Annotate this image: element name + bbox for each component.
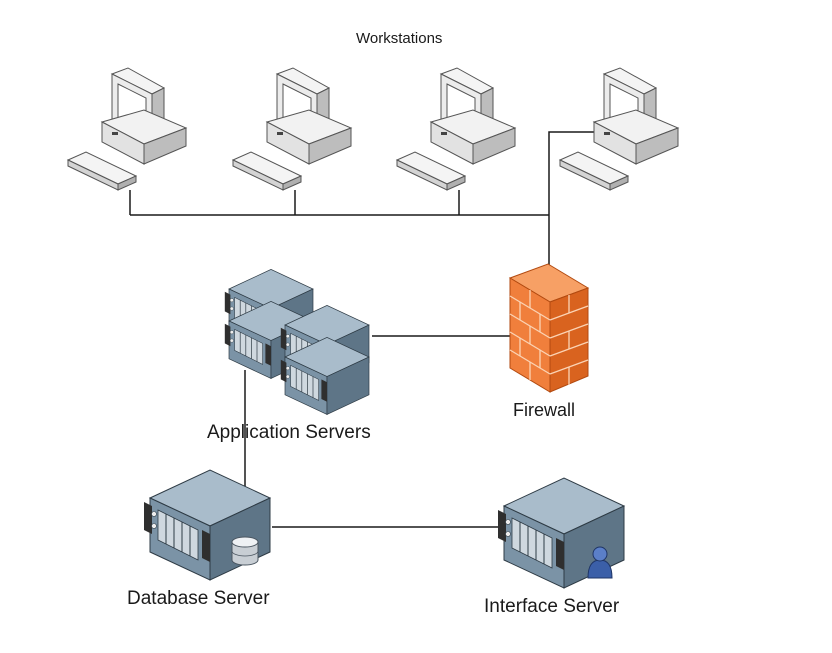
workstation-icon — [232, 67, 352, 191]
interface-server-icon — [497, 477, 625, 589]
database-cylinder-icon — [231, 536, 259, 566]
user-icon — [587, 546, 613, 579]
application-servers-label: Application Servers — [207, 422, 371, 443]
workstation-icon — [67, 67, 187, 191]
drop-line-4 — [548, 131, 594, 278]
connection-lines — [129, 131, 594, 528]
application-servers-icon — [224, 269, 370, 415]
database-server-label: Database Server — [127, 588, 270, 609]
workstation-icon — [559, 67, 679, 191]
firewall-label: Firewall — [513, 400, 576, 420]
workstation-icon — [396, 67, 516, 191]
database-server-icon — [143, 469, 271, 581]
firewall-icon — [508, 263, 590, 393]
interface-server-label: Interface Server — [484, 596, 620, 617]
workstations-label: Workstations — [356, 30, 443, 47]
